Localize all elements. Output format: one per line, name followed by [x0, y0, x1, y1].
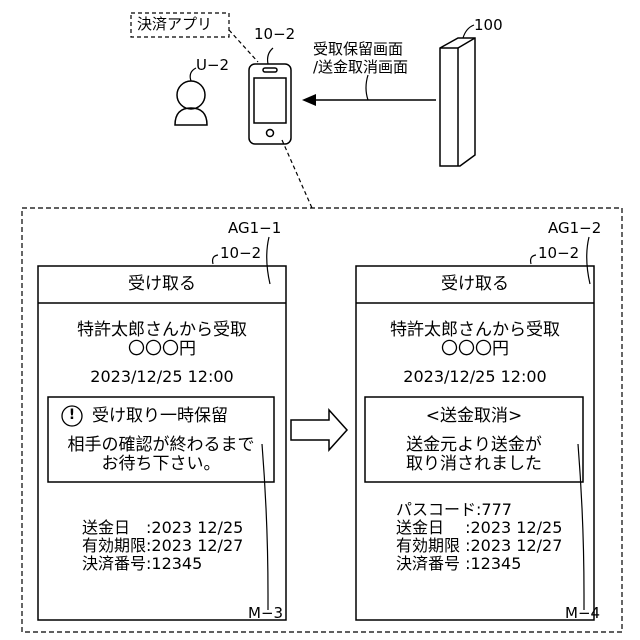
right-notice-title: <送金取消>: [365, 408, 583, 425]
right-device-label: 10−2: [538, 246, 579, 261]
server-icon: [440, 38, 475, 166]
right-detail-send-date: 送金日 :2023 12/25: [396, 520, 562, 536]
left-datetime: 2023/12/25 12:00: [38, 369, 286, 385]
arrow-text-line2: /送金取消画面: [313, 60, 408, 75]
server-label-leader: [463, 25, 474, 38]
right-amount: 〇〇〇円: [356, 341, 594, 358]
right-datetime: 2023/12/25 12:00: [356, 369, 594, 385]
phone-icon: [249, 64, 291, 144]
right-ref-label: M−4: [565, 606, 600, 621]
left-from-line: 特許太郎さんから受取: [38, 322, 286, 339]
right-group-label: AG1−2: [548, 221, 601, 236]
left-amount: 〇〇〇円: [38, 341, 286, 358]
phone-label-leader: [268, 48, 273, 64]
right-detail-expiry: 有効期限 :2023 12/27: [396, 538, 562, 554]
right-from-line: 特許太郎さんから受取: [356, 322, 594, 339]
arrow-text-leader: [366, 75, 368, 100]
arrow-text-line1: 受取保留画面: [313, 42, 403, 57]
left-detail-send-date: 送金日 :2023 12/25: [82, 520, 243, 536]
right-notice-line1: 送金元より送金が: [365, 437, 583, 454]
left-screen-title: 受け取る: [38, 276, 286, 293]
transmit-arrowhead: [302, 94, 316, 106]
right-notice-line2: 取り消されました: [365, 456, 583, 473]
left-device-leader: [213, 255, 218, 264]
left-detail-payment-no: 決済番号:12345: [82, 556, 202, 572]
app-label: 決済アプリ: [137, 17, 212, 32]
transition-arrow: [291, 410, 347, 450]
device-label-top: 10−2: [254, 27, 295, 42]
left-group-label: AG1−1: [228, 221, 281, 236]
right-detail-payment-no: 決済番号 :12345: [396, 556, 521, 572]
left-notice-line1: 相手の確認が終わるまで: [48, 437, 274, 454]
left-notice-title: 受け取り一時保留: [92, 408, 228, 425]
left-ref-label: M−3: [248, 606, 283, 621]
user-icon: [175, 81, 207, 125]
right-device-leader: [531, 255, 536, 264]
left-detail-expiry: 有効期限:2023 12/27: [82, 538, 243, 554]
server-label: 100: [474, 18, 503, 33]
right-detail-passcode: パスコード:777: [396, 502, 512, 518]
user-label: U−2: [196, 58, 229, 73]
left-notice-icon-glyph: !: [66, 408, 78, 422]
right-screen-title: 受け取る: [356, 276, 594, 293]
left-device-label: 10−2: [220, 246, 261, 261]
phone-to-region-line: [282, 140, 312, 208]
left-notice-line2: お待ち下さい。: [48, 456, 274, 473]
